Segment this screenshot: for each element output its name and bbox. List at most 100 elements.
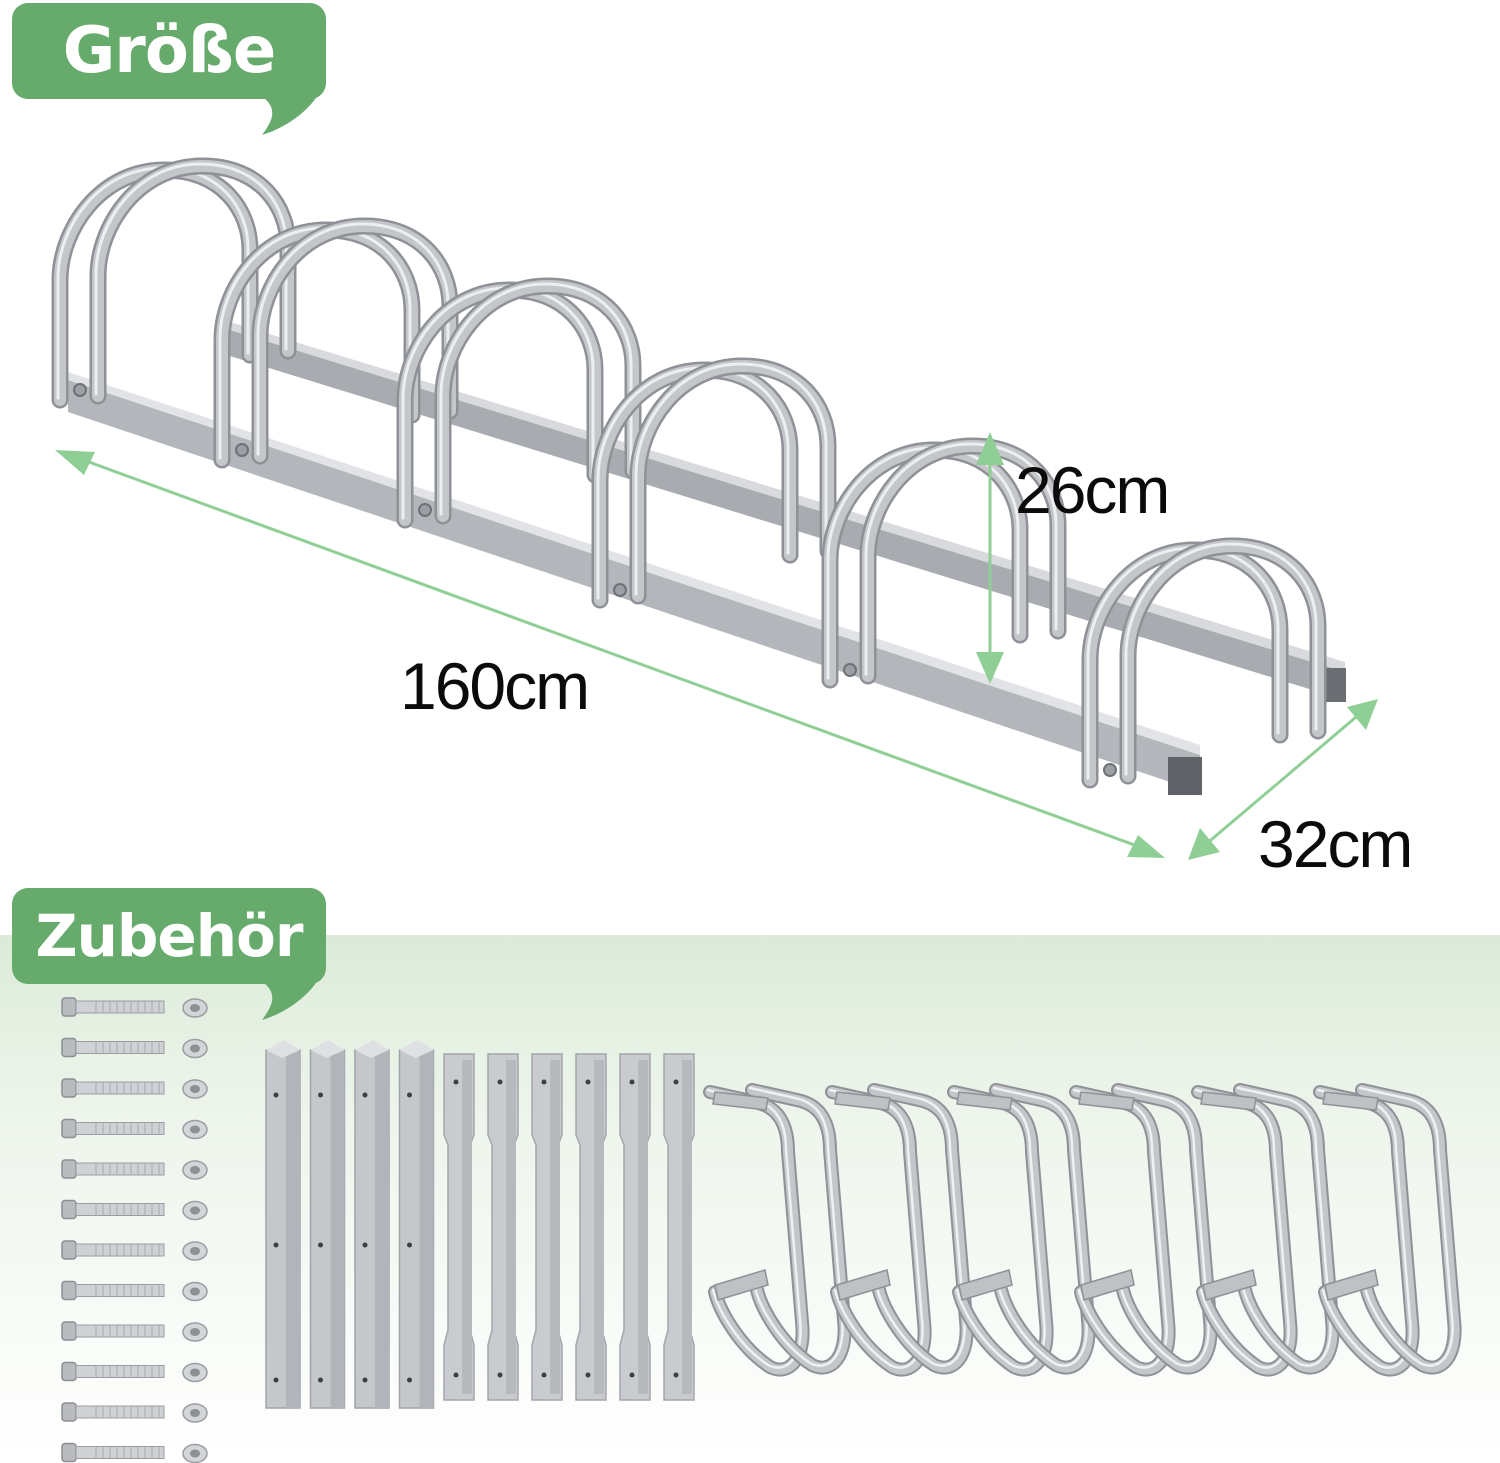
bolt-head (1103, 763, 1117, 777)
profile-hole (673, 1372, 679, 1378)
holder-top-plate (1322, 1091, 1379, 1111)
holder-base-plate (836, 1269, 891, 1301)
bolt-shaft (75, 1446, 165, 1459)
long-profile-side (330, 1050, 345, 1408)
holder-tube-highlight (864, 442, 1058, 676)
holder-top-plate (834, 1091, 891, 1111)
bolt-head (843, 663, 857, 677)
profile-hole (362, 1092, 368, 1098)
bolt-head (61, 1078, 77, 1098)
bolt-head (61, 997, 77, 1017)
bolt-head (61, 1321, 77, 1341)
bolt-shaft (75, 1122, 165, 1135)
short-profile-side (550, 1060, 560, 1394)
holder-base-plate (714, 1269, 769, 1301)
profile-hole (453, 1079, 459, 1085)
bubble-tail (260, 980, 318, 1020)
short-profile-side (462, 1060, 472, 1394)
holder-tube-highlight (1358, 1086, 1454, 1367)
accessories-label: Zubehör (35, 902, 304, 970)
bolt-shaft (75, 1000, 165, 1014)
profile-hole (541, 1079, 547, 1085)
bolt-shaft (75, 1405, 165, 1419)
bolt-shaft (75, 1162, 165, 1176)
rack-holders (51, 157, 1327, 789)
bolt-head (61, 1402, 77, 1422)
height-arrow (976, 432, 1004, 684)
bike-rack-illustration (51, 157, 1346, 795)
long-profile-top (355, 1040, 389, 1058)
nut-hole (190, 1449, 200, 1458)
long-profile-top (266, 1040, 300, 1058)
nut-hole (190, 1409, 200, 1417)
bolt-head (235, 443, 249, 457)
holder-tube-highlight (870, 1086, 966, 1367)
long-profile-top (310, 1040, 345, 1058)
bolt-head (61, 1240, 77, 1260)
bolt-shaft (75, 1324, 165, 1338)
depth-arrow (1188, 699, 1378, 860)
bolt-shaft (75, 1203, 165, 1216)
profile-hole (629, 1372, 635, 1378)
profile-hole (585, 1372, 591, 1378)
short-profile-side (506, 1060, 516, 1394)
holder-tube-highlight (94, 162, 288, 396)
bolt-head (61, 1361, 77, 1382)
holder-tube-highlight (634, 362, 828, 596)
bolt-shaft (75, 1365, 165, 1378)
profile-beams (265, 1040, 695, 1409)
profile-hole (585, 1079, 591, 1085)
bubble-tail (260, 95, 318, 135)
nut-hole (190, 1368, 200, 1377)
holder-base-plate (1080, 1269, 1135, 1301)
holder-top-plate (712, 1091, 769, 1111)
holder-tube-highlight (748, 1086, 844, 1367)
holder-base-plate (1324, 1269, 1379, 1301)
short-profile-side (594, 1060, 604, 1394)
holder-top-plate (1200, 1091, 1257, 1111)
nut-hole (190, 1166, 200, 1174)
profile-hole (629, 1079, 635, 1085)
rack-front-beam-end (1168, 757, 1202, 795)
dimension-arrows (55, 432, 1378, 860)
profile-hole (673, 1079, 679, 1085)
profile-hole (407, 1242, 412, 1248)
long-profile-top (399, 1040, 434, 1058)
nut-hole (190, 1085, 200, 1093)
holder-tube-highlight (992, 1086, 1088, 1367)
nut-hole (190, 1328, 200, 1336)
profile-hole (273, 1242, 279, 1248)
holder-tube-highlight (439, 282, 633, 516)
profile-hole (273, 1092, 279, 1098)
bolt-head (61, 1199, 77, 1220)
holder-tube-highlight (256, 222, 450, 456)
height-dimension-label: 26cm (1015, 453, 1170, 527)
holder-tube-highlight (1236, 1086, 1332, 1367)
profile-hole (497, 1079, 503, 1085)
bolt-shaft (75, 1243, 165, 1257)
holder-top-plate (1078, 1091, 1135, 1111)
bolt-head (613, 583, 627, 597)
bolt-head (61, 1159, 77, 1179)
long-profile-side (286, 1050, 300, 1408)
short-profile-side (638, 1060, 648, 1394)
bolt-head (418, 503, 432, 517)
size-label-bubble: Größe (12, 3, 326, 135)
bolt-shaft (75, 1284, 165, 1297)
holder-tube-highlight (1114, 1086, 1210, 1367)
profile-hole (497, 1372, 503, 1378)
length-dimension-label: 160cm (400, 649, 590, 723)
profile-hole (318, 1377, 323, 1383)
long-profile-side (375, 1050, 389, 1408)
profile-hole (318, 1092, 323, 1098)
profile-hole (407, 1092, 412, 1098)
profile-hole (362, 1377, 368, 1383)
bolt-head (61, 1442, 77, 1463)
bolt-head (61, 1280, 77, 1301)
nut-hole (190, 1287, 200, 1296)
profile-hole (273, 1377, 279, 1383)
holder-base-plate (1202, 1269, 1257, 1301)
long-profile-side (419, 1050, 434, 1408)
